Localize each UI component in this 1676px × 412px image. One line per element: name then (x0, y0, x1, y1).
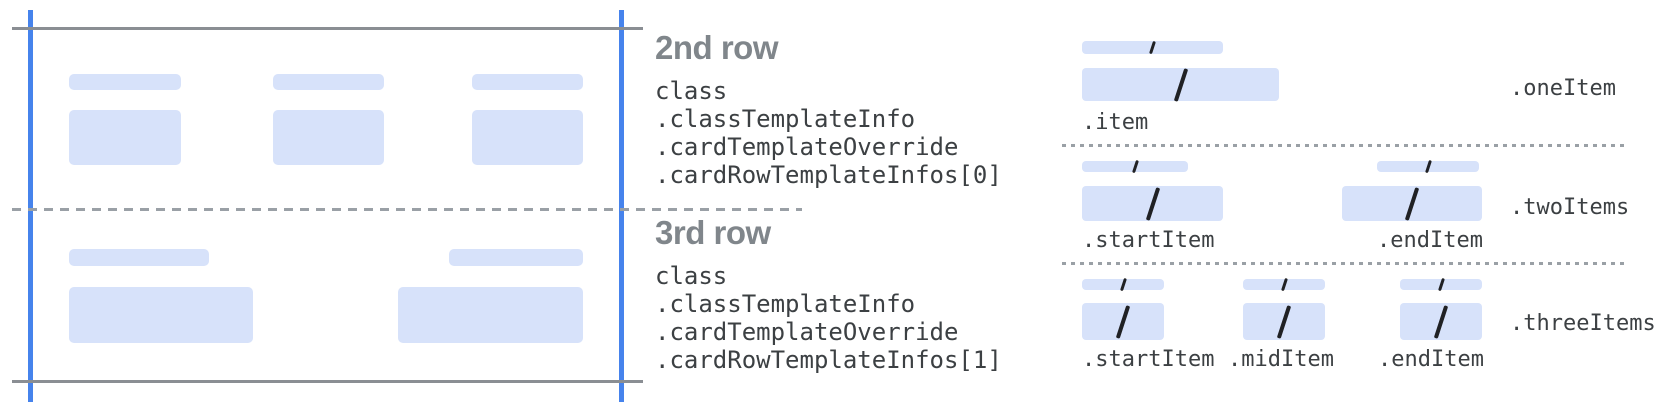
right-guide-line (619, 10, 624, 402)
row3-col2-value-placeholder (398, 287, 583, 343)
item-header-placeholder (1377, 159, 1479, 174)
row2-col2-value-placeholder (273, 110, 384, 165)
slash-icon (1145, 186, 1160, 221)
template-name-label: .oneItem (1510, 76, 1616, 101)
slash-icon (1131, 159, 1139, 174)
item-body-placeholder (1082, 186, 1223, 221)
slash-icon (1149, 40, 1156, 55)
row3-col1-label-placeholder (69, 249, 209, 266)
code-path-line: class (655, 77, 728, 106)
item-header-placeholder (1400, 277, 1482, 292)
row3-heading: 3rd row (655, 214, 771, 251)
row2-code-path: class .classTemplateInfo .cardTemplateOv… (655, 77, 1085, 189)
item-body-placeholder (1400, 303, 1482, 340)
slash-icon (1119, 277, 1127, 292)
section-divider-dotted-line (1062, 262, 1628, 265)
slash-icon (1433, 304, 1449, 339)
row3-annotation: 3rd row class .classTemplateInfo .cardTe… (655, 214, 1085, 374)
slash-icon (1276, 304, 1292, 339)
code-path-line: .cardTemplateOverride (655, 318, 959, 347)
template-name-label: .twoItems (1510, 195, 1630, 220)
row2-col1-value-placeholder (69, 110, 181, 165)
row2-col3-value-placeholder (472, 110, 583, 165)
item-field-label: .endItem (1377, 228, 1483, 253)
row2-col3-label-placeholder (472, 74, 583, 90)
item-field-label: .item (1082, 110, 1149, 135)
item-field-label: .endItem (1378, 347, 1484, 372)
template-name-label: .threeItems (1510, 311, 1656, 336)
item-body-placeholder (1082, 303, 1164, 340)
item-header-placeholder (1243, 277, 1325, 292)
item-header-placeholder (1082, 159, 1188, 174)
slash-icon (1280, 277, 1288, 292)
row3-col1-value-placeholder (69, 287, 253, 343)
card-bottom-edge-line (12, 380, 643, 383)
card-top-edge-line (12, 27, 643, 30)
row2-col2-label-placeholder (273, 74, 384, 90)
item-body-placeholder (1082, 67, 1279, 102)
item-field-label: .startItem (1082, 228, 1215, 253)
code-path-line: .classTemplateInfo (655, 290, 916, 319)
item-header-placeholder (1082, 40, 1223, 55)
code-path-line: .cardRowTemplateInfos[1] (655, 346, 1002, 375)
row3-code-path: class .classTemplateInfo .cardTemplateOv… (655, 262, 1085, 374)
item-body-placeholder (1342, 186, 1482, 221)
slash-icon (1404, 186, 1420, 221)
row2-annotation: 2nd row class .classTemplateInfo .cardTe… (655, 29, 1085, 189)
row2-col1-label-placeholder (69, 74, 181, 90)
row3-col2-label-placeholder (449, 249, 583, 266)
code-path-line: class (655, 262, 728, 291)
item-header-placeholder (1082, 277, 1164, 292)
left-guide-line (28, 10, 33, 402)
slash-icon (1115, 304, 1131, 339)
item-field-label: .startItem (1082, 347, 1215, 372)
slash-icon (1437, 277, 1445, 292)
item-body-placeholder (1243, 303, 1325, 340)
code-path-line: .cardTemplateOverride (655, 133, 959, 162)
code-path-line: .classTemplateInfo (655, 105, 916, 134)
row-divider-dashed-line (12, 208, 802, 211)
code-path-line: .cardRowTemplateInfos[0] (655, 161, 1002, 190)
row2-heading: 2nd row (655, 29, 779, 66)
item-field-label: .midItem (1228, 347, 1334, 372)
slash-icon (1424, 159, 1432, 174)
section-divider-dotted-line (1062, 144, 1628, 147)
slash-icon (1173, 67, 1188, 102)
